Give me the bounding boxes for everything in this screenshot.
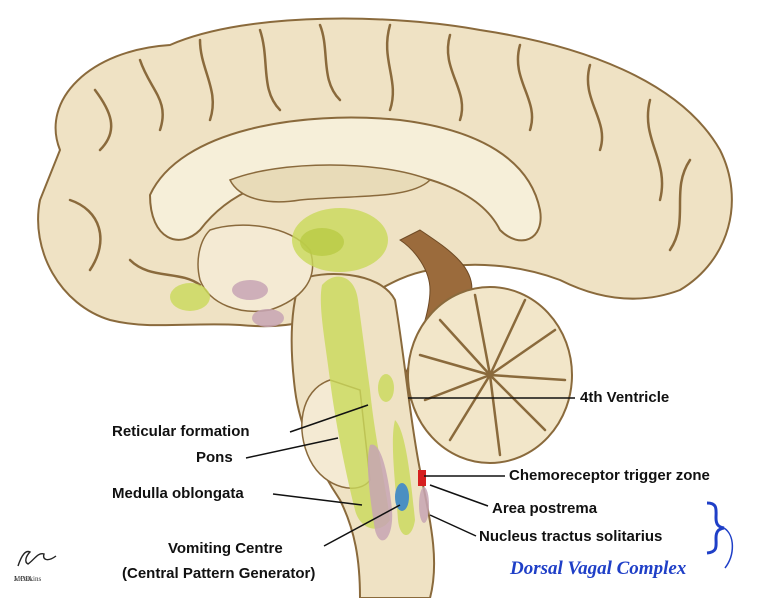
label-4th-ventricle: 4th Ventricle xyxy=(580,389,669,407)
label-pons: Pons xyxy=(196,449,233,467)
label-reticular-formation: Reticular formation xyxy=(112,423,250,441)
signature-credit-2: J. Perkins xyxy=(14,575,41,583)
label-chemoreceptor-trigger-zone: Chemoreceptor trigger zone xyxy=(509,467,710,485)
label-dorsal-vagal-complex: Dorsal Vagal Complex xyxy=(510,558,686,580)
cerebellum xyxy=(408,287,572,463)
signature-glyph xyxy=(14,546,60,570)
chemoreceptor-zone-highlight xyxy=(418,470,426,486)
artist-signature: MOD. J. Perkins xyxy=(14,546,60,590)
label-central-pattern-generator: (Central Pattern Generator) xyxy=(122,565,315,583)
label-vomiting-centre: Vomiting Centre xyxy=(168,540,283,558)
label-nucleus-tractus-solitarius: Nucleus tractus solitarius xyxy=(479,528,662,546)
label-medulla-oblongata: Medulla oblongata xyxy=(112,485,244,503)
dorsal-vagal-brace xyxy=(707,503,724,553)
label-area-postrema: Area postrema xyxy=(492,500,597,518)
brace-tail xyxy=(724,528,732,568)
